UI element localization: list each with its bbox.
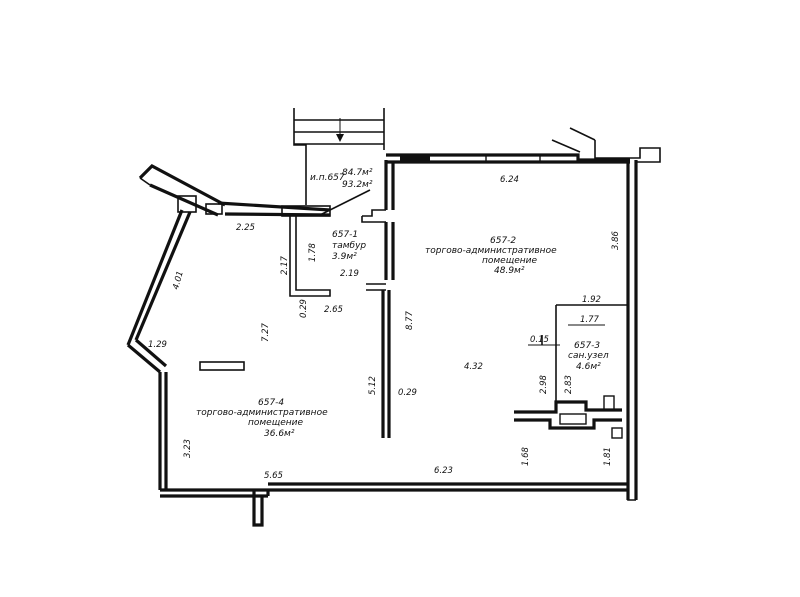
room-657-3-label: 657-3 сан.узел 4.6м² [568, 341, 609, 372]
dim-partition-lower: 5.12 [368, 376, 378, 395]
room-name-line-1: торгово-административное [196, 408, 328, 418]
room-name-line-1: торгово-административное [425, 246, 557, 256]
room-name: сан.узел [568, 351, 609, 361]
dim-bottom-right: 6.23 [434, 466, 453, 476]
dim-vestibule-bottom: 2.65 [324, 305, 343, 315]
dim-angled-corner: 1.29 [148, 340, 167, 350]
dim-lower-right-b: 1.81 [603, 447, 613, 466]
room-name: тамбур [332, 241, 366, 251]
room-id: 657-1 [332, 230, 358, 240]
dim-sanuzel-offset: 0.15 [530, 335, 549, 345]
room-name-line-2: помещение [482, 256, 537, 266]
room-name-line-2: помещение [248, 418, 303, 428]
room-area: 48.9м² [494, 266, 525, 276]
dim-sanuzel-inner: 1.77 [580, 315, 600, 325]
room-657-2-label: 657-2 торгово-административное помещение… [425, 236, 557, 276]
dim-bottom-left: 5.65 [264, 471, 283, 481]
entrance-stair [293, 108, 385, 216]
dim-wall-thickness-a: 0.29 [299, 299, 309, 318]
dim-top-width: 6.24 [500, 175, 519, 185]
room-id: 657-2 [490, 236, 516, 246]
dim-left-room-depth: 7.27 [261, 322, 271, 342]
dimension-lines [528, 304, 605, 346]
dim-sanuzel-height-a: 2.98 [539, 374, 549, 394]
dim-left-lower-wall: 3.23 [183, 439, 193, 458]
room-id: 657-3 [574, 341, 600, 351]
room-657-1-label: 657-1 тамбур 3.9м² [332, 230, 366, 262]
dim-vestibule-height: 1.78 [308, 242, 318, 262]
dim-wall-thickness-b: 0.29 [398, 388, 417, 398]
room-area: 3.9м² [332, 252, 357, 262]
room-id: 657-4 [258, 398, 284, 408]
dim-lower-right-a: 1.68 [521, 446, 531, 466]
dim-diagonal-left: 4.01 [171, 270, 186, 291]
unit-header: и.п.657 84.7м² 93.2м² [310, 168, 373, 190]
dim-right-wall: 3.86 [611, 230, 621, 250]
dim-top-left: 2.25 [236, 223, 255, 233]
interior-walls [199, 160, 628, 439]
room-area: 36.6м² [264, 429, 295, 439]
dimension-labels: 6.24 3.86 2.25 4.01 1.78 2.17 2.19 0.29 … [148, 175, 621, 481]
dim-vestibule-left: 2.17 [280, 255, 290, 275]
unit-label: и.п.657 [310, 173, 345, 183]
dim-vestibule-width: 2.19 [340, 269, 359, 279]
dim-partition-height: 8.77 [405, 310, 415, 330]
room-area: 4.6м² [576, 362, 601, 372]
dim-sanuzel-height-b: 2.83 [564, 375, 574, 394]
dim-large-room-width: 4.32 [464, 362, 483, 372]
outer-walls [126, 127, 661, 527]
room-657-4-label: 657-4 торгово-административное помещение… [196, 398, 328, 439]
unit-area-1: 84.7м² [342, 168, 373, 178]
unit-area-2: 93.2м² [342, 180, 373, 190]
dim-sanuzel-top: 1.92 [582, 295, 601, 305]
